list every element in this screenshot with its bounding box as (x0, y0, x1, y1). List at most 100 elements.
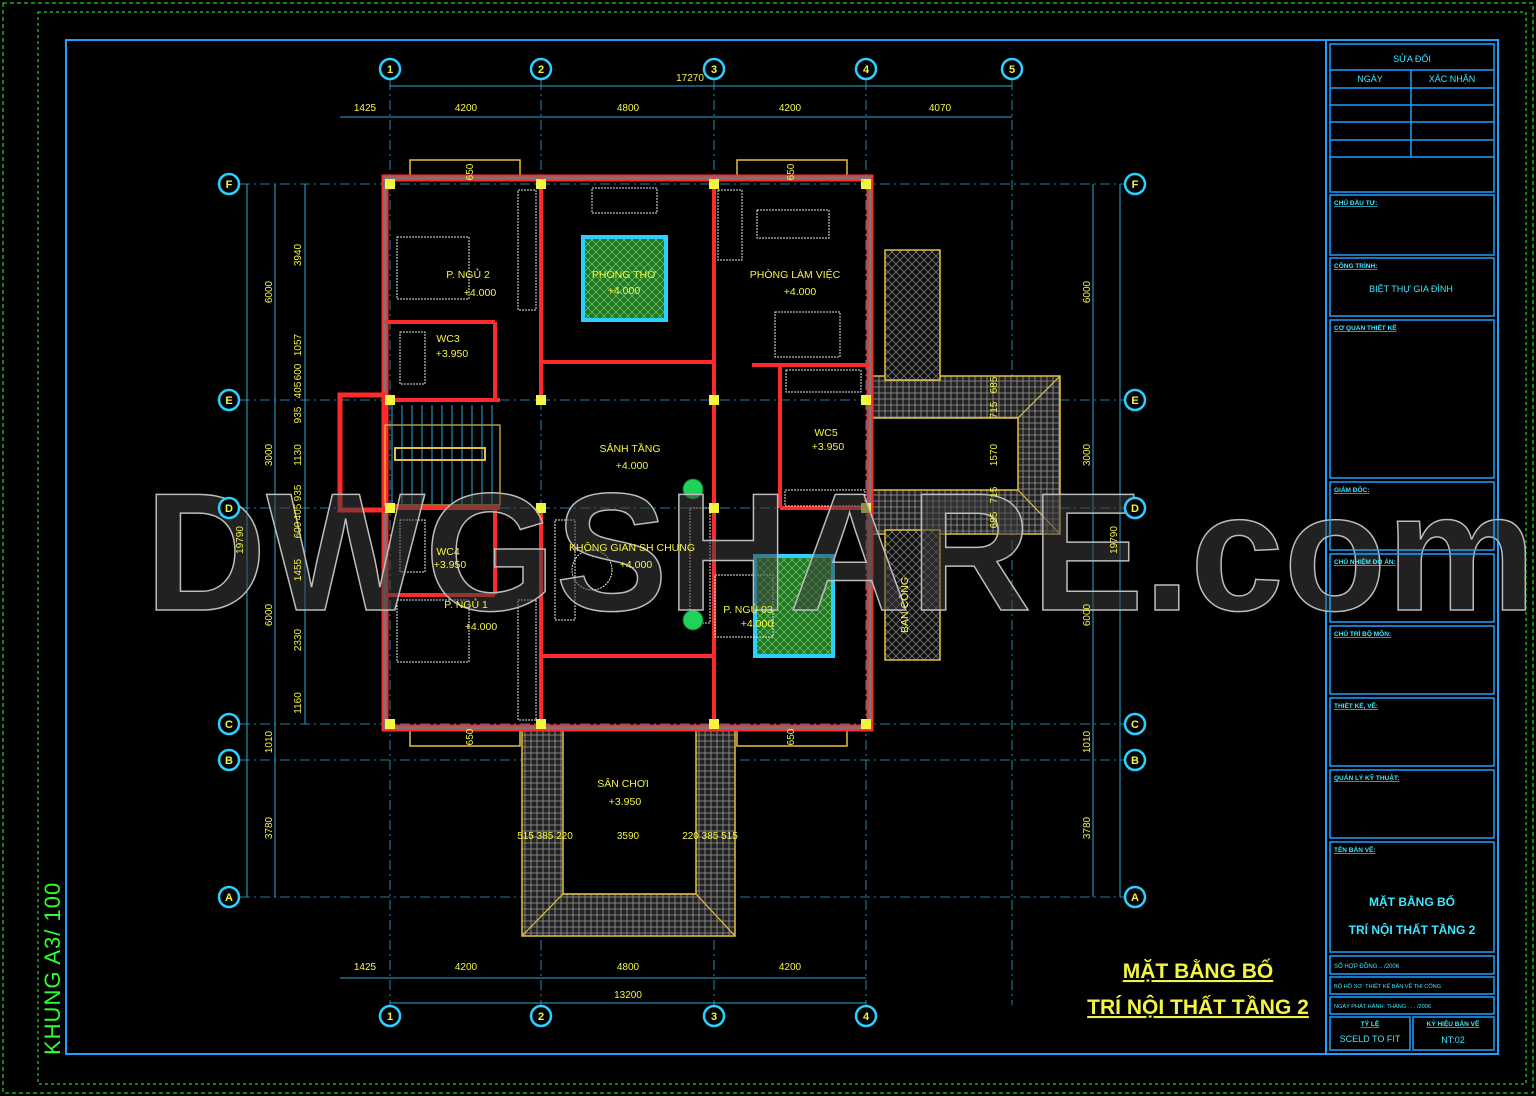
dimension-text: 3780 (1082, 816, 1093, 839)
dimension-text: 685 (989, 511, 1000, 528)
dimension-text: 1160 (293, 692, 304, 714)
drawing-code-label: KÝ HIỆU BẢN VẼ (1427, 1019, 1480, 1028)
grid-bubble-label: A (225, 892, 233, 904)
grid-bubble (702, 1004, 726, 1028)
dimension-text: 4200 (455, 962, 478, 973)
dimension-text: 1010 (264, 730, 275, 753)
grid-bubble-label: F (226, 179, 233, 191)
structural-columns (385, 179, 871, 729)
room-4: WC5+3.950 (812, 427, 845, 453)
design-agency-label: CƠ QUAN THIẾT KẾ (1334, 322, 1397, 332)
contract-number: SỐ HỢP ĐỒNG .. /2006 (1334, 963, 1400, 970)
revision-header: SỬA ĐỔI (1393, 53, 1431, 64)
column (861, 503, 871, 513)
room-2: PHÒNG LÀM VIỆC+4.000 (750, 268, 841, 298)
dept-head-label: CHỦ TRÌ BỘ MÔN: (1334, 629, 1391, 638)
dimension-text: 405 (293, 503, 304, 520)
grid-bubble (702, 57, 726, 81)
grid-bubble-label: F (1132, 179, 1139, 191)
column (709, 719, 719, 729)
grid-bubble-label: 4 (863, 64, 870, 76)
dimension-text: 6000 (1082, 603, 1093, 626)
grid-bubble (1123, 748, 1147, 772)
grid-bubble-label: 5 (1009, 64, 1015, 76)
project-label: CÔNG TRÌNH: (1334, 261, 1377, 270)
grid-bubble-label: C (1131, 719, 1139, 731)
confirm-column-header: XÁC NHẬN (1429, 74, 1476, 84)
sheet-border-inner (37, 11, 1527, 1085)
building-plan (337, 159, 1061, 937)
room-8: P. NGỦ 1+4.000 (444, 598, 497, 633)
dimension-text: 3590 (617, 831, 640, 842)
column (385, 395, 395, 405)
watermark: DWGSHARE.com (145, 458, 1536, 646)
dimension-text: 515 385 220 (517, 831, 573, 842)
owner-label: CHỦ ĐẦU TƯ: (1334, 197, 1377, 207)
grid-bubble-label: E (225, 395, 232, 407)
grid-bubble-label: B (225, 755, 233, 767)
grid-bubble (217, 388, 241, 412)
room-level: +4.000 (620, 559, 653, 571)
room-name: P. NGỦ 2 (446, 268, 490, 281)
dimension-text: 1455 (293, 558, 304, 581)
grid-bubble-label: B (1131, 755, 1139, 767)
dimension-text: 4800 (617, 962, 640, 973)
altar-carpet (581, 235, 668, 322)
room-name: SÂN CHƠI (597, 777, 649, 790)
dimension-text: 600 (293, 363, 304, 380)
drawing-title-line1: MẶT BẰNG BỐ (1123, 959, 1274, 983)
drawing-code: NT:02 (1441, 1035, 1465, 1045)
project-name: BIỆT THỰ GIA ĐÌNH (1369, 284, 1453, 294)
grid-bubble-label: D (225, 503, 233, 515)
grid-bubble-label: 2 (538, 64, 544, 76)
balcony-upper (884, 249, 941, 381)
drawing-name-line1: MẶT BẰNG BỐ (1369, 894, 1455, 909)
room-10: BAN CÔNG (898, 577, 911, 633)
project-manager-label: CHỦ NHIỆM ĐỒ ÁN: (1334, 556, 1396, 566)
dimension-text: 715 (989, 486, 1000, 503)
column (861, 719, 871, 729)
grid-bubble-label: 4 (863, 1011, 870, 1023)
room-level: +4.000 (608, 285, 641, 297)
issue-date: NGÀY PHÁT HÀNH: THÁNG . . . /2006 (1334, 1003, 1431, 1010)
dimension-text: 4200 (779, 962, 802, 973)
grid-bubble (378, 1004, 402, 1028)
grid-bubble (1123, 172, 1147, 196)
room-name: SẢNH TẦNG (599, 442, 660, 455)
dimension-text: 600 (293, 521, 304, 538)
grid-bubble (854, 1004, 878, 1028)
room-name: PHÒNG LÀM VIỆC (750, 268, 841, 281)
dimension-text: 3000 (264, 443, 275, 466)
dimension-text: 4200 (779, 103, 802, 114)
column (709, 179, 719, 189)
room-1: PHÒNG THỜ+4.000 (592, 268, 656, 297)
dimension-text: 1057 (293, 333, 304, 356)
dimension-text: 19790 (235, 526, 246, 554)
column (385, 503, 395, 513)
drawing-frame (65, 39, 1499, 1055)
dimension-text: 650 (786, 728, 797, 745)
grid-bubble (1123, 885, 1147, 909)
dimension-text: 935 (293, 484, 304, 501)
grid-bubble (217, 748, 241, 772)
room-3: WC3+3.950 (436, 333, 469, 360)
dimension-text: 1010 (1082, 730, 1093, 753)
column (536, 719, 546, 729)
dimension-text: 220 385 515 (682, 831, 738, 842)
dossier: BỘ HỒ SƠ: THIẾT KẾ BẢN VẼ THI CÔNG (1334, 983, 1441, 990)
dimension-text: 650 (465, 163, 476, 180)
dimension-text: 935 (293, 406, 304, 423)
bedroom-carpet (753, 554, 835, 658)
drawing-title: MẶT BẰNG BỐ TRÍ NỘI THẤT TẦNG 2 (1087, 959, 1309, 1019)
room-level: +3.950 (812, 441, 845, 453)
grid-bubble-label: 3 (711, 64, 717, 76)
technical-label: QUẢN LÝ KỸ THUẬT: (1334, 773, 1399, 782)
column (536, 503, 546, 513)
column (536, 395, 546, 405)
grid-bubble-label: D (1131, 503, 1139, 515)
dimension-text: 4800 (617, 103, 640, 114)
plant-icon (682, 609, 704, 631)
room-level: +3.950 (436, 348, 469, 360)
